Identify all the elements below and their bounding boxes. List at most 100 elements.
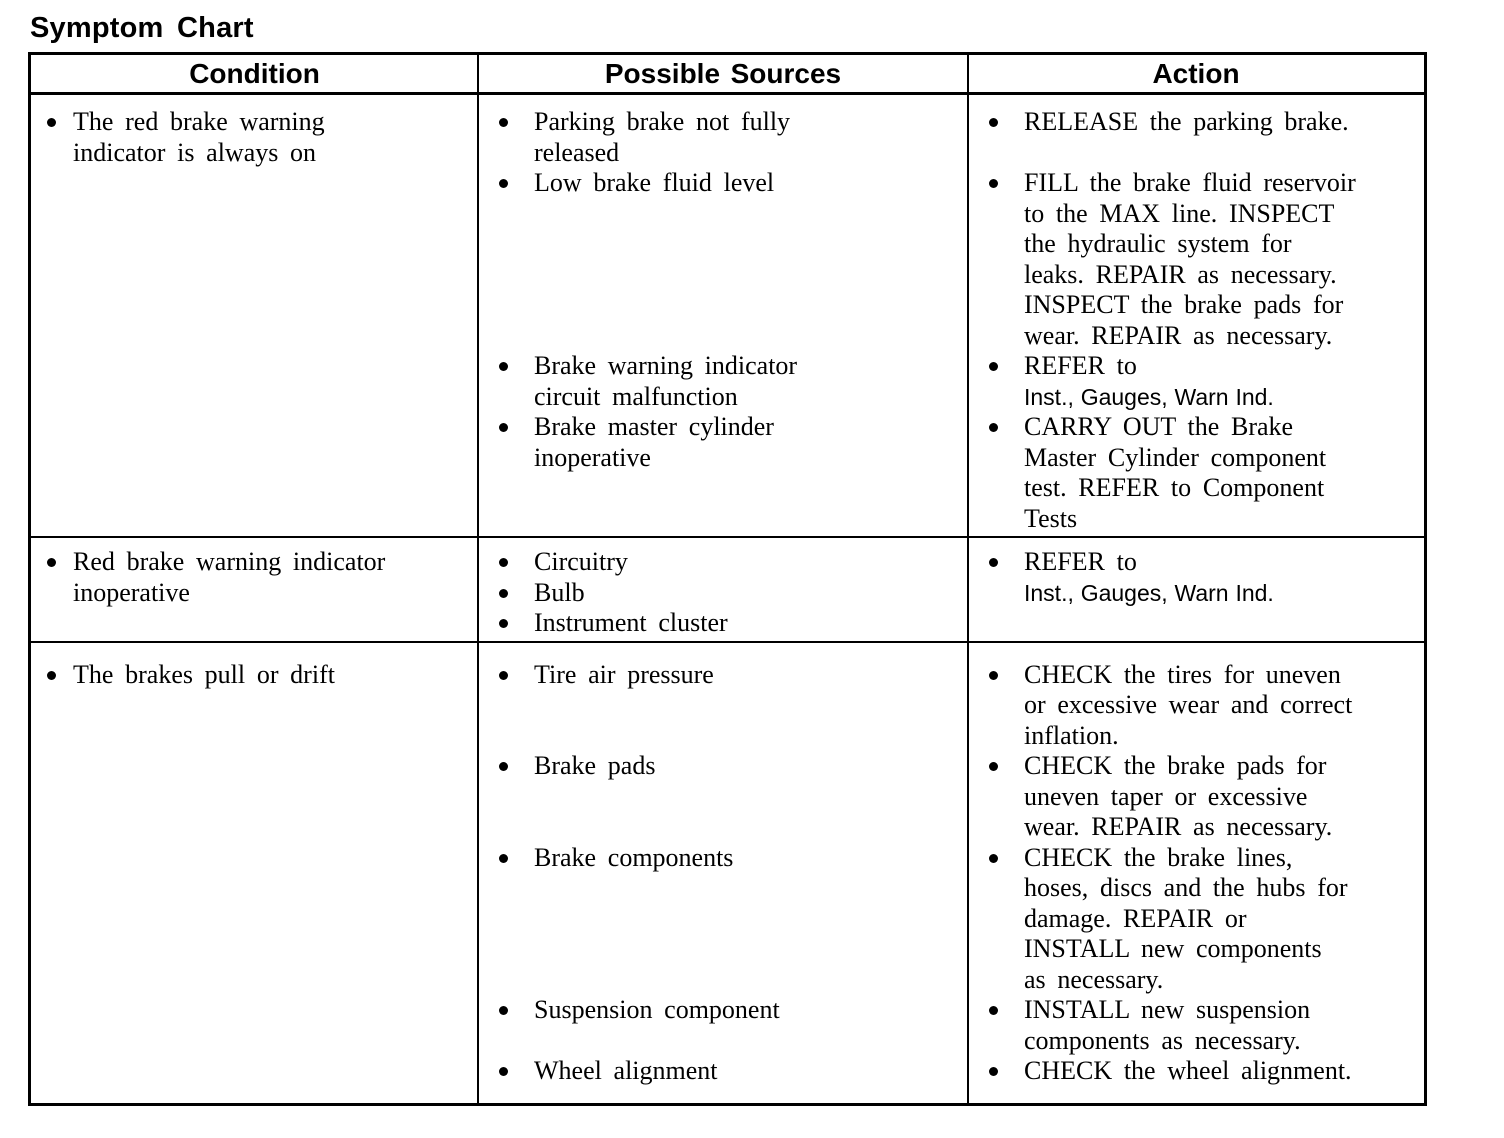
action-cell: CHECK the wheel alignment. — [968, 1056, 1424, 1087]
list-item-text: Low brake fluid level — [534, 168, 968, 199]
bullet-box — [31, 547, 73, 567]
list-item: CHECK the brake pads for uneven taper or… — [968, 751, 1424, 843]
text-segment: Instrument cluster — [534, 608, 728, 637]
bullet-icon — [47, 558, 56, 567]
list-item: Brake pads — [478, 751, 968, 782]
list-item: CARRY OUT the Brake Master Cylinder comp… — [968, 412, 1424, 534]
bullet-box — [968, 843, 1024, 863]
header-action: Action — [1152, 58, 1240, 89]
bullet-icon — [989, 1006, 998, 1015]
bullet-box — [478, 412, 534, 432]
page-title: Symptom Chart — [30, 12, 254, 44]
text-segment: Brake pads — [534, 751, 656, 780]
condition-cell: The brakes pull or drift — [31, 660, 478, 1087]
list-item: CHECK the tires for uneven or excessive … — [968, 660, 1424, 752]
list-item: The brakes pull or drift — [31, 660, 478, 691]
text-segment: CHECK the brake pads for uneven taper or… — [1024, 751, 1333, 841]
list-item-text: Brake pads — [534, 751, 968, 782]
text-segment: Parking brake not fully released — [534, 107, 791, 167]
list-item-text: Brake components — [534, 843, 968, 874]
action-cell: REFER to Inst., Gauges, Warn Ind. — [968, 351, 1424, 412]
list-item-text: INSTALL new suspension components as nec… — [1024, 995, 1424, 1056]
sources-cell: Brake warning indicator circuit malfunct… — [478, 351, 968, 412]
list-item: Circuitry — [478, 547, 968, 578]
text-segment: INSTALL new suspension components as nec… — [1024, 995, 1311, 1055]
action-cell: CHECK the tires for uneven or excessive … — [968, 660, 1424, 752]
condition-cell: The red brake warning indicator is alway… — [31, 107, 478, 534]
list-item-text: REFER to Inst., Gauges, Warn Ind. — [1024, 547, 1424, 608]
column-divider — [477, 642, 479, 1103]
action-cell: INSTALL new suspension components as nec… — [968, 995, 1424, 1056]
list-item-text: Wheel alignment — [534, 1056, 968, 1087]
text-segment: CHECK the brake lines, hoses, discs and … — [1024, 842, 1348, 994]
text-segment: CHECK the wheel alignment. — [1024, 1056, 1352, 1085]
bullet-box — [968, 1056, 1024, 1076]
bullet-box — [478, 168, 534, 188]
sources-cell: Tire air pressure — [478, 660, 968, 752]
list-item: CHECK the wheel alignment. — [968, 1056, 1424, 1087]
list-item-text: CARRY OUT the Brake Master Cylinder comp… — [1024, 412, 1424, 534]
bullet-icon — [499, 853, 508, 863]
text-segment: Circuitry — [534, 547, 628, 576]
list-item: Brake master cylinder inoperative — [478, 412, 968, 473]
table-header-row: Condition Possible Sources Action — [31, 55, 1424, 95]
bullet-icon — [499, 1006, 508, 1015]
list-item-text: Tire air pressure — [534, 660, 968, 691]
list-item: REFER to Inst., Gauges, Warn Ind. — [968, 351, 1424, 412]
list-item-text: FILL the brake fluid reservoir to the MA… — [1024, 168, 1424, 351]
list-item-text: Brake warning indicator circuit malfunct… — [534, 351, 968, 412]
list-item: Red brake warning indicator inoperative — [31, 547, 478, 608]
list-item-text: RELEASE the parking brake. — [1024, 107, 1424, 138]
reference-text: Inst., Gauges, Warn Ind. — [1024, 383, 1274, 410]
action-cell: REFER to Inst., Gauges, Warn Ind. — [968, 547, 1424, 639]
action-cell: CHECK the brake lines, hoses, discs and … — [968, 843, 1424, 996]
text-segment: Brake components — [534, 842, 734, 872]
bullet-icon — [499, 670, 508, 680]
bullet-box — [478, 1056, 534, 1076]
bullet-box — [478, 107, 534, 127]
list-item-text: Bulb — [534, 578, 968, 609]
text-segment: The red brake warning indicator is alway… — [73, 107, 325, 167]
list-item: Bulb — [478, 578, 968, 609]
list-item: REFER to Inst., Gauges, Warn Ind. — [968, 547, 1424, 608]
list-item: Parking brake not fully released — [478, 107, 968, 168]
text-segment: REFER to — [1024, 547, 1137, 576]
bullet-icon — [499, 1067, 508, 1076]
list-item-text: CHECK the wheel alignment. — [1024, 1056, 1424, 1087]
list-item: Brake components — [478, 843, 968, 874]
bullet-box — [968, 412, 1024, 432]
text-segment: Bulb — [534, 577, 585, 607]
list-item: Instrument cluster — [478, 608, 968, 639]
reference-text: Inst., Gauges, Warn Ind. — [1024, 579, 1274, 606]
bullet-box — [478, 751, 534, 771]
bullet-icon — [499, 588, 508, 598]
table-row: The red brake warning indicator is alway… — [31, 95, 1424, 536]
list-item-text: The red brake warning indicator is alway… — [73, 107, 478, 168]
column-divider — [967, 95, 969, 536]
action-cell: FILL the brake fluid reservoir to the MA… — [968, 168, 1424, 351]
sources-cell: Brake components — [478, 843, 968, 996]
bullet-icon — [47, 670, 56, 680]
column-divider — [967, 642, 969, 1103]
bullet-box — [478, 843, 534, 863]
bullet-icon — [499, 118, 508, 127]
bullet-box — [31, 107, 73, 127]
list-item-text: CHECK the brake pads for uneven taper or… — [1024, 751, 1424, 843]
list-item-text: CHECK the brake lines, hoses, discs and … — [1024, 843, 1424, 996]
text-segment: REFER to — [1024, 351, 1137, 380]
bullet-box — [478, 660, 534, 680]
list-item-text: CHECK the tires for uneven or excessive … — [1024, 660, 1424, 752]
header-condition: Condition — [189, 58, 320, 89]
bullet-icon — [989, 558, 998, 567]
list-item: Suspension component — [478, 995, 968, 1026]
sources-cell: Brake pads — [478, 751, 968, 843]
text-segment: FILL the brake fluid reservoir to the MA… — [1024, 168, 1356, 350]
bullet-icon — [499, 558, 508, 567]
column-divider — [477, 55, 479, 92]
bullet-icon — [499, 619, 508, 628]
bullet-box — [968, 168, 1024, 188]
text-segment: Tire air pressure — [534, 659, 714, 689]
bullet-icon — [989, 762, 998, 771]
bullet-icon — [989, 423, 998, 432]
